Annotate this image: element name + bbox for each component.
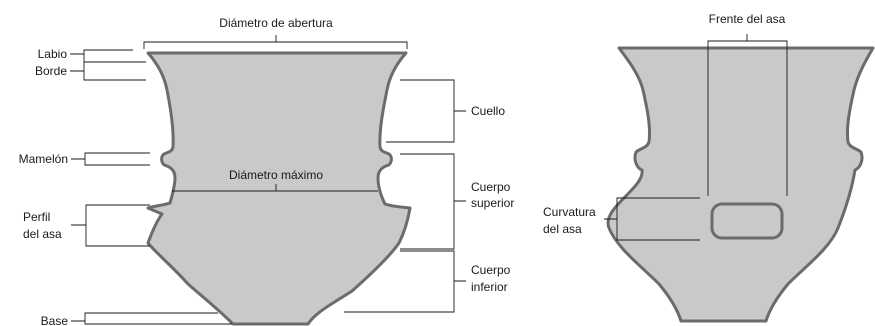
labio-label: Labio <box>38 47 68 61</box>
cuerpo-superior-label-2: superior <box>471 196 514 210</box>
handle-ring <box>710 202 784 240</box>
curvatura-asa-bracket <box>604 197 700 241</box>
cuello-bracket <box>386 79 466 143</box>
mamelon-bracket <box>71 152 150 166</box>
diametro-maximo-label: Diámetro máximo <box>229 168 323 182</box>
borde-label: Borde <box>35 64 67 78</box>
curvatura-asa-label-2: del asa <box>543 222 582 236</box>
diametro-abertura-label: Diámetro de abertura <box>219 16 333 30</box>
frente-asa-label: Frente del asa <box>709 12 786 26</box>
vessel-front-view <box>606 46 875 323</box>
cuerpo-inferior-label-1: Cuerpo <box>471 263 511 277</box>
frente-asa-bracket <box>707 34 788 196</box>
perfil-asa-label-1: Perfil <box>23 210 50 224</box>
curvatura-asa-label-1: Curvatura <box>543 205 596 219</box>
cuerpo-superior-bracket <box>400 153 466 250</box>
cuerpo-inferior-label-2: inferior <box>471 280 508 294</box>
perfil-asa-label-2: del asa <box>23 227 62 241</box>
labio-borde-bracket <box>70 49 146 81</box>
perfil-asa-bracket <box>71 204 150 247</box>
diametro-abertura-bracket <box>143 35 408 49</box>
cuerpo-superior-label-1: Cuerpo <box>471 180 511 194</box>
base-bracket <box>71 312 232 325</box>
base-label: Base <box>41 314 69 326</box>
cuello-label: Cuello <box>471 104 505 118</box>
vessel-profile-view <box>146 51 412 326</box>
mamelon-label: Mamelón <box>19 152 68 166</box>
cuerpo-inferior-bracket <box>344 250 466 313</box>
diametro-maximo-line <box>172 184 378 192</box>
